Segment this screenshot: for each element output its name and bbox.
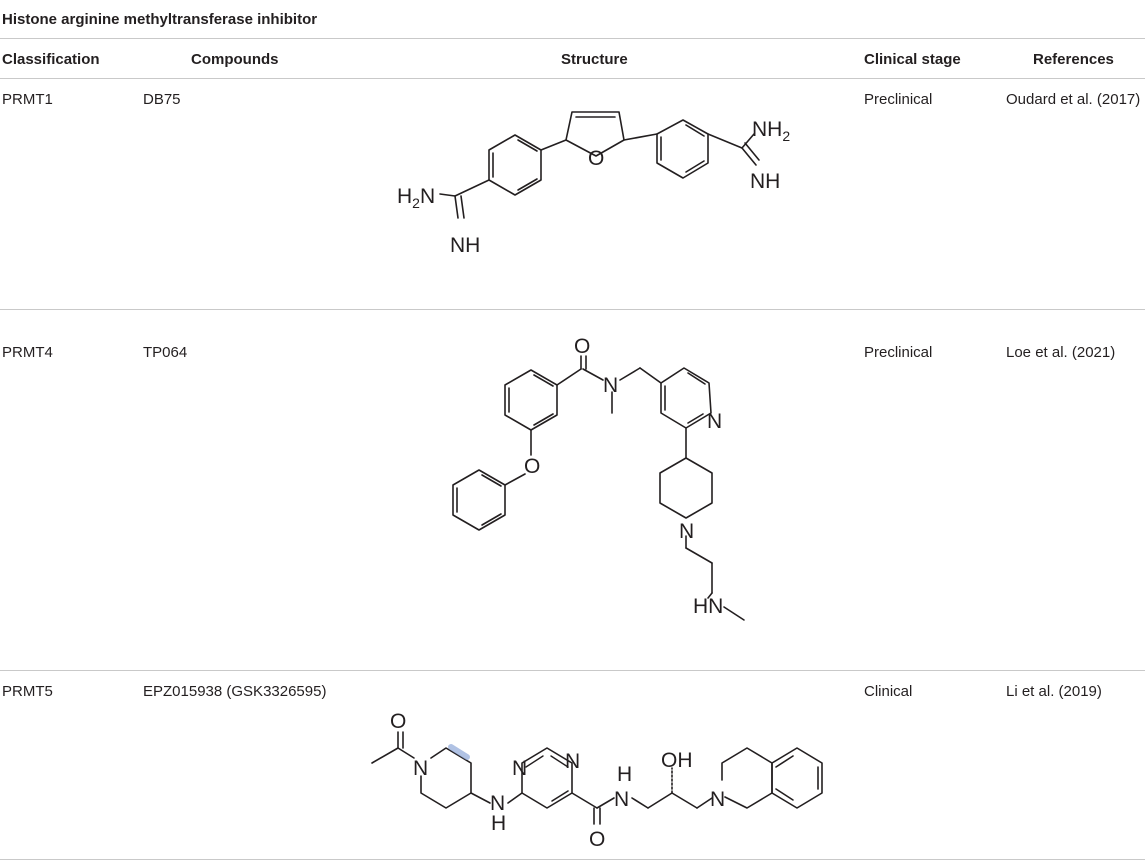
clinical-stage-cell: Preclinical bbox=[864, 344, 933, 361]
header-references: References bbox=[1033, 51, 1114, 68]
nitrogen-label: N bbox=[413, 757, 428, 780]
isoquinoline-nitrogen-label: N bbox=[710, 788, 725, 811]
oxygen-label: O bbox=[588, 147, 604, 170]
header-divider bbox=[0, 78, 1145, 79]
header-structure: Structure bbox=[561, 51, 628, 68]
header-clinical-stage: Clinical stage bbox=[864, 51, 961, 68]
imine-label: NH bbox=[750, 170, 780, 193]
amine-label: NH2 bbox=[752, 118, 790, 144]
oxygen-label: O bbox=[589, 828, 605, 851]
clinical-stage-cell: Clinical bbox=[864, 683, 913, 700]
table-caption: Histone arginine methyltransferase inhib… bbox=[2, 11, 318, 28]
table-bottom-rule bbox=[0, 859, 1145, 860]
piperidine-nitrogen-label: N bbox=[679, 520, 694, 543]
pyrimidine-nitrogen-label: N bbox=[565, 750, 580, 773]
compound-cell: TP064 bbox=[143, 344, 188, 361]
caption-divider bbox=[0, 38, 1145, 39]
reference-cell: Oudard et al. (2017) bbox=[1006, 91, 1141, 108]
pyrimidine-nitrogen-label: N bbox=[512, 757, 527, 780]
header-compounds: Compounds bbox=[191, 51, 279, 68]
amine-nitrogen-label: N bbox=[490, 792, 505, 815]
reference-cell: Li et al. (2019) bbox=[1006, 683, 1102, 700]
oxygen-label: O bbox=[390, 710, 406, 733]
amine-label: HN bbox=[693, 595, 723, 618]
compound-cell: DB75 bbox=[143, 91, 181, 108]
compound-cell: EPZ015938 (GSK3326595) bbox=[143, 683, 327, 700]
classification-cell: PRMT1 bbox=[2, 91, 53, 108]
header-classification: Classification bbox=[2, 51, 100, 68]
imine-label: NH bbox=[450, 234, 480, 257]
amine-label: H2N bbox=[397, 185, 435, 211]
amide-h-label: H bbox=[617, 763, 632, 786]
amide-nitrogen-label: N bbox=[614, 788, 629, 811]
reference-cell: Loe et al. (2021) bbox=[1006, 344, 1116, 361]
amine-h-label: H bbox=[491, 812, 506, 835]
classification-cell: PRMT5 bbox=[2, 683, 53, 700]
clinical-stage-cell: Preclinical bbox=[864, 91, 933, 108]
row-divider bbox=[0, 670, 1145, 671]
classification-cell: PRMT4 bbox=[2, 344, 53, 361]
pyridine-nitrogen-label: N bbox=[707, 410, 722, 433]
row-divider bbox=[0, 309, 1145, 310]
oxygen-label: O bbox=[574, 335, 590, 358]
nitrogen-label: N bbox=[603, 374, 618, 397]
oxygen-label: O bbox=[524, 455, 540, 478]
hydroxyl-label: OH bbox=[661, 749, 693, 772]
